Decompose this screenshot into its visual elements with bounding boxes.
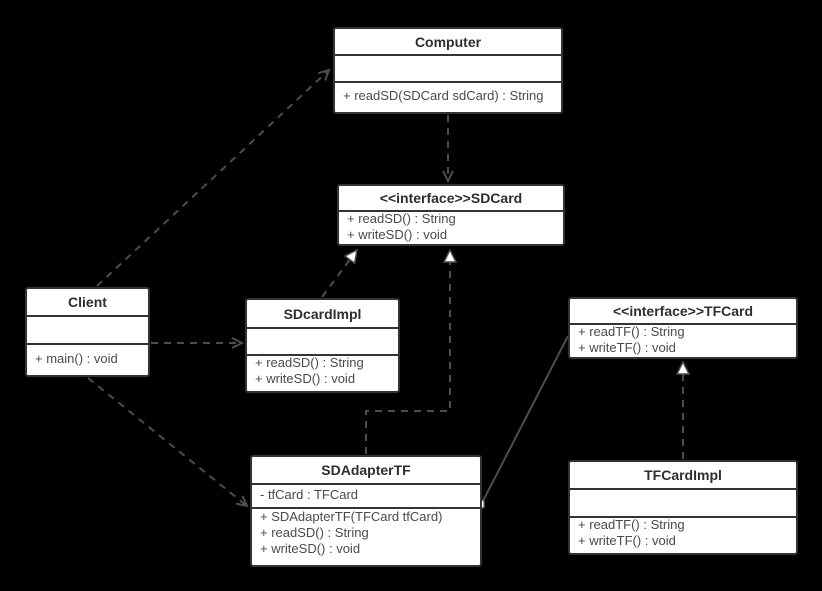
class-title-client: Client: [27, 289, 148, 317]
attribute-item: - tfCard : TFCard: [260, 487, 359, 502]
methods-compartment-tfcardimpl: + readTF() : String + writeTF() : void: [570, 516, 796, 549]
class-title-sdadaptertf: SDAdapterTF: [252, 457, 480, 485]
class-box-sdadaptertf[interactable]: SDAdapterTF - tfCard : TFCard + SDAdapte…: [250, 455, 482, 567]
class-title-tfcardimpl: TFCardImpl: [570, 462, 796, 490]
method-item: + readSD() : String: [255, 354, 364, 370]
class-title-sdcard-interface: <<interface>>SDCard: [339, 186, 563, 212]
method-item: + main() : void: [35, 350, 118, 366]
attributes-compartment-sdadaptertf: - tfCard : TFCard: [252, 485, 480, 509]
methods-compartment-tfcard: + readTF() : String + writeTF() : void: [570, 324, 796, 357]
class-box-sdcardimpl[interactable]: SDcardImpl + readSD() : String + writeSD…: [245, 298, 400, 393]
methods-compartment-client: + main() : void: [27, 345, 148, 371]
class-title-sdcardimpl: SDcardImpl: [247, 300, 398, 329]
method-item: + readSD() : String: [347, 211, 456, 226]
class-title-computer: Computer: [335, 29, 561, 56]
method-item: + writeTF() : void: [578, 340, 676, 355]
class-box-tfcardimpl[interactable]: TFCardImpl + readTF() : String + writeTF…: [568, 460, 798, 555]
method-item: + readSD(SDCard sdCard) : String: [343, 88, 544, 103]
methods-compartment-computer: + readSD(SDCard sdCard) : String: [335, 83, 561, 108]
class-box-computer[interactable]: Computer + readSD(SDCard sdCard) : Strin…: [333, 27, 563, 114]
class-box-tfcard-interface[interactable]: <<interface>>TFCard + readTF() : String …: [568, 297, 798, 359]
aggregation-sdadaptertf-tfcard[interactable]: [476, 335, 569, 513]
methods-compartment-sdadaptertf: + SDAdapterTF(TFCard tfCard) + readSD() …: [252, 509, 480, 559]
attributes-compartment-tfcardimpl: [570, 490, 796, 518]
class-box-sdcard-interface[interactable]: <<interface>>SDCard + readSD() : String …: [337, 184, 565, 246]
method-item: + readSD() : String: [260, 525, 369, 540]
method-item: + readTF() : String: [578, 324, 685, 339]
method-item: + readTF() : String: [578, 516, 685, 532]
methods-compartment-sdcard: + readSD() : String + writeSD() : void: [339, 211, 563, 244]
attributes-compartment-client: [27, 317, 148, 345]
class-title-tfcard-interface: <<interface>>TFCard: [570, 299, 796, 325]
method-item: + SDAdapterTF(TFCard tfCard): [260, 509, 443, 524]
method-item: + writeSD() : void: [255, 370, 356, 386]
method-item: + writeSD() : void: [260, 541, 361, 556]
attributes-compartment-sdcardimpl: [247, 329, 398, 356]
dependency-client-computer[interactable]: [96, 68, 331, 287]
realization-sdcardimpl-sdcard[interactable]: [321, 250, 357, 298]
realization-sdadaptertf-sdcard[interactable]: [365, 250, 450, 454]
dependency-client-sdadaptertf[interactable]: [87, 377, 249, 508]
method-item: + writeSD() : void: [347, 227, 448, 242]
attributes-compartment-computer: [335, 56, 561, 83]
methods-compartment-sdcardimpl: + readSD() : String + writeSD() : void: [247, 354, 398, 387]
method-item: + writeTF() : void: [578, 532, 676, 548]
class-box-client[interactable]: Client + main() : void: [25, 287, 150, 377]
